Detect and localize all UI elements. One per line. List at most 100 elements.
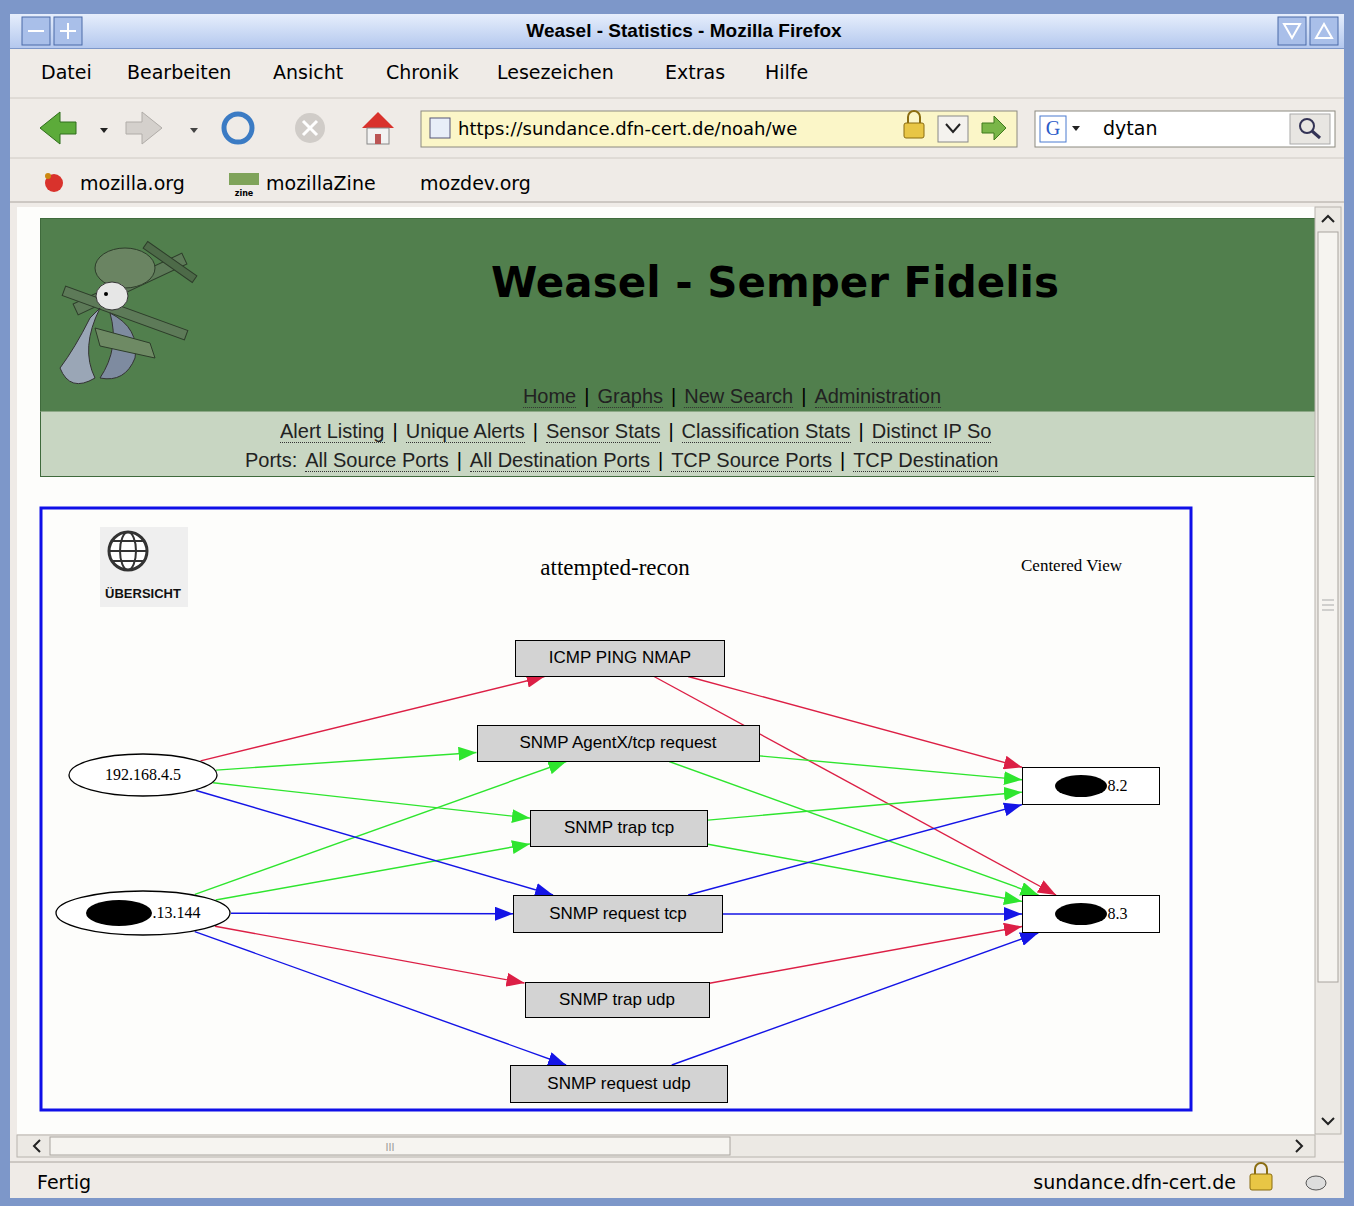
label: Weasel - Statistics - Mozilla Firefox (526, 20, 841, 42)
decoration (430, 118, 450, 138)
alert-arrow (654, 677, 1056, 896)
decoration (1310, 17, 1338, 45)
link-row: Alert Listing|Unique Alerts|Sensor Stats… (280, 417, 1314, 445)
diagram-title: attempted-recon (540, 555, 689, 581)
nav-link: TCP Source Ports (671, 449, 832, 472)
decoration (109, 532, 147, 570)
host-ellipse: .13.144 (55, 890, 231, 936)
decoration (28, 30, 44, 32)
node-text: 192.168.4.5 (105, 766, 181, 784)
decoration (908, 111, 920, 123)
label: Weasel - Semper Fidelis (491, 258, 1059, 307)
nav-link: Graphs (597, 385, 663, 408)
decoration (56, 891, 230, 935)
decoration (1284, 24, 1300, 38)
label: G (1046, 117, 1060, 140)
decoration (96, 282, 128, 310)
decoration (1072, 126, 1080, 131)
redaction-blob (86, 900, 152, 926)
decoration (375, 134, 381, 144)
navigation-toolbar (0, 90, 1354, 210)
alert-arrow (760, 756, 1023, 780)
redaction-blob (1055, 775, 1107, 797)
label: Chronik (386, 61, 459, 83)
decoration (10, 202, 1344, 203)
alert-box: SNMP trap udp (525, 982, 710, 1018)
decoration (95, 248, 155, 288)
node-text: 8.2 (1108, 777, 1128, 795)
separator: | (668, 420, 673, 443)
decoration (1315, 207, 1341, 1134)
label: Hilfe (765, 61, 808, 83)
node-text: SNMP AgentX/tcp request (519, 733, 716, 753)
decoration (10, 158, 1344, 159)
decoration (1322, 600, 1334, 601)
decoration (1322, 610, 1334, 611)
decoration (112, 540, 144, 542)
decoration (1322, 605, 1334, 606)
separator: | (840, 449, 845, 472)
label: III (386, 1142, 395, 1153)
nav-link: Distinct IP So (872, 420, 992, 443)
decoration (34, 1140, 40, 1152)
node-text: ICMP PING NMAP (549, 648, 691, 668)
alert-box: SNMP trap tcp (530, 810, 708, 847)
decoration (45, 173, 51, 179)
decoration (69, 754, 217, 796)
label: dytan (1103, 117, 1157, 139)
decoration (229, 173, 259, 185)
separator: | (393, 420, 398, 443)
host-ellipse: 192.168.4.5 (68, 753, 218, 797)
alert-arrow (195, 762, 566, 895)
decoration (104, 292, 108, 296)
decoration (295, 113, 325, 143)
decoration (40, 112, 76, 144)
label: zine (235, 189, 254, 198)
nav-link: New Search (684, 385, 793, 408)
decoration (904, 123, 924, 138)
nav-link: All Destination Ports (470, 449, 650, 472)
alert-box: SNMP AgentX/tcp request (477, 725, 760, 762)
nav-link: Classification Stats (682, 420, 851, 443)
label: mozdev.org (420, 172, 531, 194)
alert-box: SNMP request tcp (513, 895, 723, 933)
decoration (10, 98, 1344, 99)
separator: | (859, 420, 864, 443)
separator: | (658, 449, 663, 472)
decoration (938, 116, 968, 142)
alert-arrow (688, 805, 1022, 895)
decoration (1250, 1174, 1272, 1190)
nav-link: Alert Listing (280, 420, 385, 443)
decoration (1255, 1163, 1267, 1174)
separator: | (671, 385, 676, 408)
decoration (1040, 116, 1066, 142)
label: ÜBERSICHT (105, 586, 181, 601)
alert-arrow (216, 844, 530, 900)
alert-arrow (216, 753, 476, 771)
alert-box: ICMP PING NMAP (515, 640, 725, 677)
nav-link: Home (523, 385, 576, 408)
decoration (1316, 24, 1332, 38)
label: sundance.dfn-cert.de (1033, 1171, 1236, 1193)
alert-arrow (196, 791, 553, 895)
label: Extras (665, 61, 725, 83)
nav-link: All Source Ports (305, 449, 448, 472)
decoration (1318, 232, 1338, 982)
label: https://sundance.dfn-cert.de/noah/we (458, 118, 797, 139)
alert-arrow (213, 783, 530, 818)
separator: Ports: (245, 449, 297, 472)
decoration (190, 128, 198, 133)
decoration (60, 308, 100, 384)
decoration (126, 112, 162, 144)
label: mozillaZine (266, 172, 376, 194)
alert-box: SNMP request udp (510, 1065, 728, 1103)
decoration (367, 128, 389, 144)
alert-arrow (708, 844, 1022, 901)
decoration (67, 23, 69, 39)
node-text: SNMP trap udp (559, 990, 675, 1010)
decoration (1312, 131, 1320, 138)
label: Centered View (1021, 556, 1122, 576)
decoration (1278, 17, 1306, 45)
